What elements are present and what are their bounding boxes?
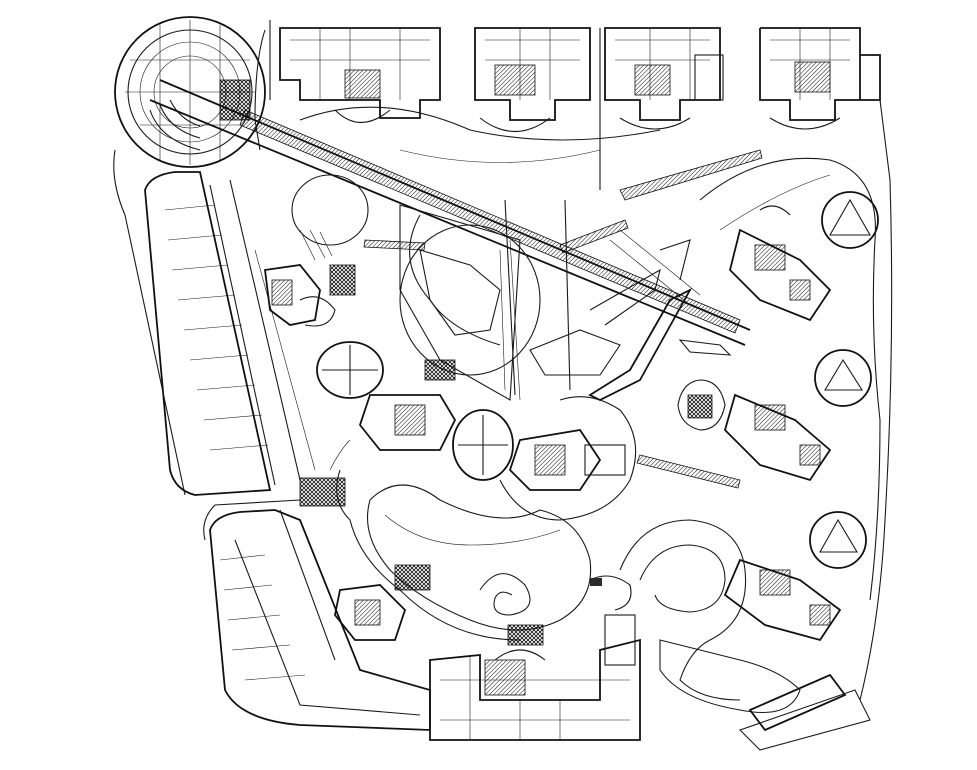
diagonal-boardwalk: [149, 79, 751, 346]
west-parking-lower: [209, 477, 431, 731]
pool-complex: [589, 379, 871, 751]
walkways: [363, 199, 741, 489]
central-lake: [399, 204, 693, 402]
villa-east-3: [723, 511, 867, 642]
west-parking-upper: [113, 149, 316, 496]
east-villas: [619, 149, 881, 642]
south-buildings: [429, 614, 641, 741]
circular-plaza-northwest: [114, 16, 266, 168]
villa-east-1: [729, 191, 879, 322]
building-block-2: [474, 27, 591, 133]
north-buildings: [269, 20, 881, 190]
villa-east-2: [723, 349, 872, 482]
building-block-3: [604, 27, 724, 130]
villa-southwest: [334, 564, 431, 641]
building-block-4: [759, 27, 881, 130]
boundary: [203, 29, 893, 701]
villa-cluster-center: [329, 264, 637, 521]
villa-west: [263, 229, 336, 327]
building-block-1: [279, 27, 441, 123]
